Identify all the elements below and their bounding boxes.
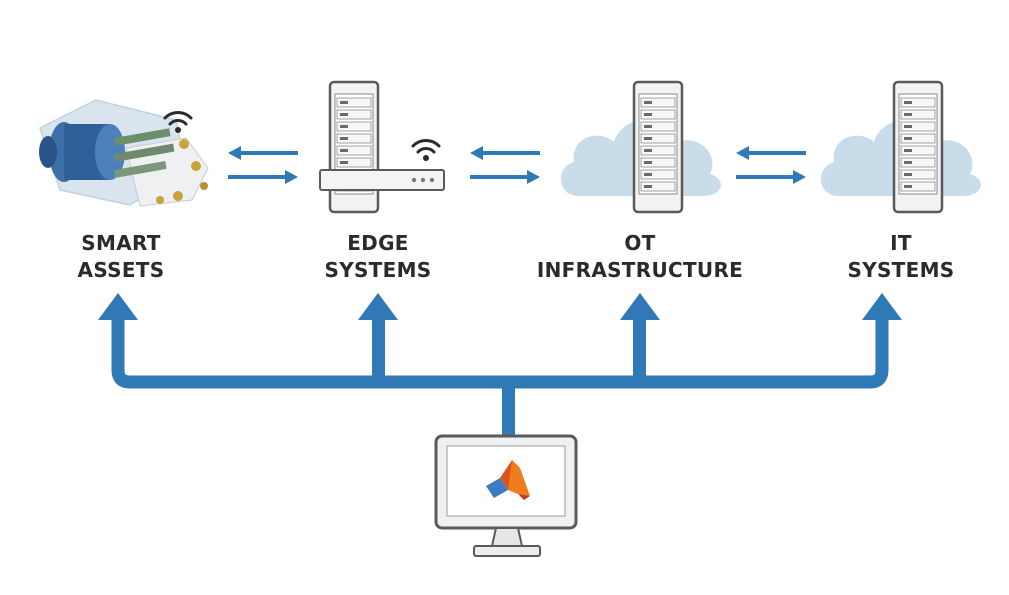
node-label-smart-assets: SMART ASSETS — [58, 230, 184, 284]
label-line: SYSTEMS — [324, 258, 432, 282]
distribution-arrows — [98, 293, 902, 438]
matlab-logo-icon — [486, 460, 530, 500]
desktop-monitor-icon — [434, 434, 578, 557]
node-label-ot-infrastructure: OT INFRASTRUCTURE — [530, 230, 750, 284]
node-label-it-systems: IT SYSTEMS — [836, 230, 966, 284]
label-line: IT — [890, 231, 912, 255]
edge-ot-arrows — [468, 144, 542, 186]
ot-it-arrows — [734, 144, 808, 186]
edge-server-rack-icon — [328, 80, 380, 214]
edge-wifi-icon — [411, 138, 441, 163]
label-line: SMART — [81, 231, 161, 255]
label-line: OT — [624, 231, 656, 255]
node-label-edge-systems: EDGE SYSTEMS — [310, 230, 446, 284]
label-line: EDGE — [347, 231, 409, 255]
label-line: ASSETS — [77, 258, 165, 282]
it-server-rack-icon — [892, 80, 944, 214]
edge-gateway-icon — [319, 169, 445, 191]
label-line: INFRASTRUCTURE — [536, 258, 744, 282]
motor-assembly-icon — [39, 99, 209, 207]
ot-server-rack-icon — [632, 80, 684, 214]
asset-edge-arrows — [226, 144, 300, 186]
label-line: SYSTEMS — [847, 258, 955, 282]
